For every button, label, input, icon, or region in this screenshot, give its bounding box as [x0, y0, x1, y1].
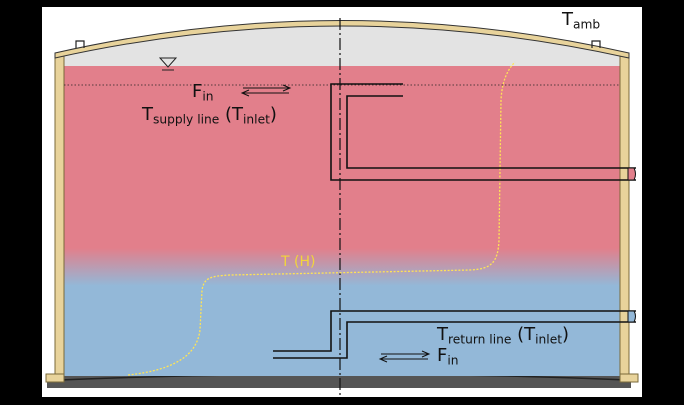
roof-vent-left — [75, 40, 85, 48]
supply-pipe-inner — [346, 95, 636, 169]
supply-pipe-outlet — [627, 167, 636, 181]
tank-wall-right — [619, 52, 630, 378]
return-pipe-outer — [273, 310, 636, 352]
tank-roof — [54, 20, 630, 59]
return-pipe-outlet — [627, 310, 636, 323]
supply-temperature-label: Tsupply line (Tinlet) — [142, 104, 277, 127]
wall-footing-left — [45, 373, 65, 383]
top-flow-label: Fin — [192, 81, 214, 104]
double-arrow-icon — [378, 350, 431, 363]
roof-vent-right — [591, 40, 601, 48]
double-arrow-icon — [240, 84, 292, 97]
supply-pipe-outer — [330, 83, 636, 181]
return-pipe-inner — [273, 321, 636, 359]
temperature-profile-label: T (H) — [281, 254, 316, 270]
temperature-profile-line — [127, 61, 516, 376]
water-level-triangle-icon — [158, 57, 178, 68]
wall-footing-right — [619, 373, 639, 383]
bottom-flow-label: Fin — [437, 345, 459, 368]
tank-wall-left — [54, 52, 65, 378]
stratified-fluid — [63, 66, 620, 376]
return-temperature-label: Treturn line (Tinlet) — [437, 324, 570, 347]
foundation-slab — [47, 376, 631, 388]
ambient-temperature-label: Tamb — [562, 9, 601, 32]
